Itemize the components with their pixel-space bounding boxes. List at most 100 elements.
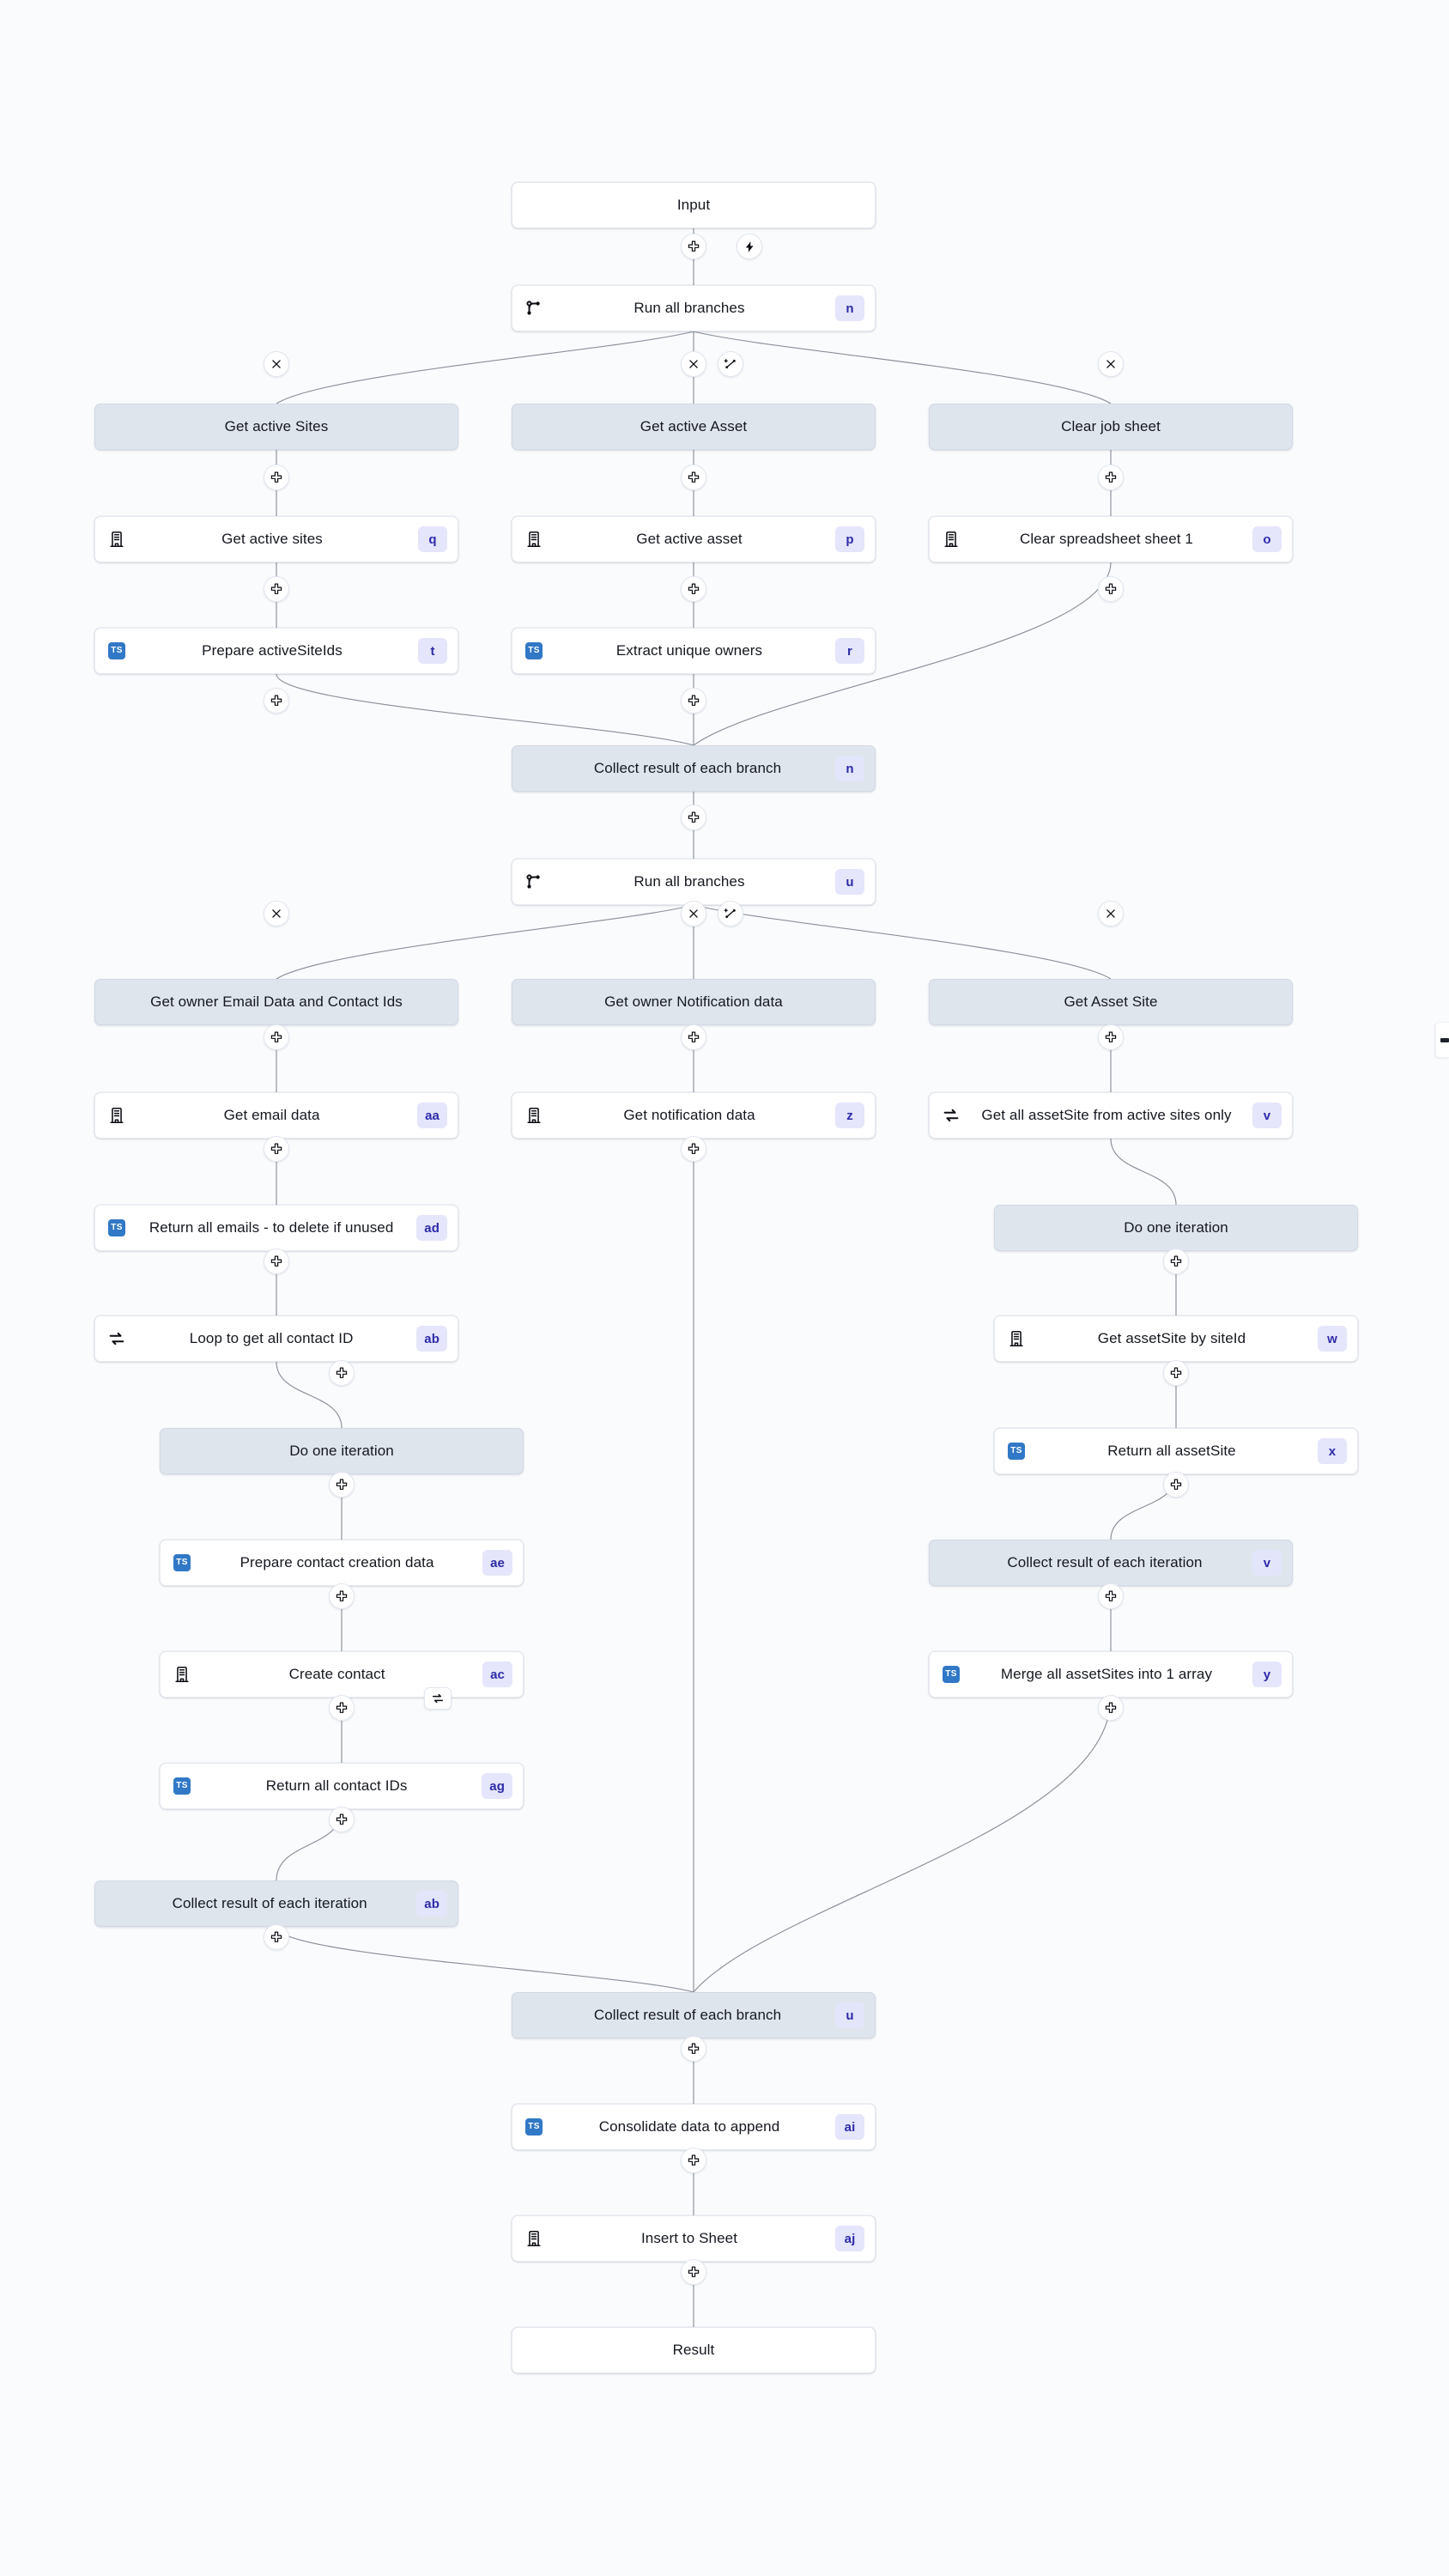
handle-plus-icon-h-collect-ab2-plus[interactable] bbox=[264, 1924, 289, 1950]
workflow-node-get_all_assetsite[interactable]: Get all assetSite from active sites only… bbox=[929, 1092, 1293, 1139]
handle-plus-icon-h-sites-plus[interactable] bbox=[264, 465, 289, 490]
workflow-node-branch_notif[interactable]: Get owner Notification data bbox=[512, 979, 876, 1025]
handle-bolt-icon-h-input-trigger[interactable] bbox=[737, 234, 762, 259]
workflow-node-get_active_sites[interactable]: Get active sites q bbox=[94, 516, 458, 562]
handle-plus-icon-h-return-emails-plus[interactable] bbox=[264, 1249, 289, 1274]
handle-close-icon-h-branch-job-close[interactable] bbox=[1098, 351, 1124, 377]
handle-add-branch-icon-h-branchu-addbranch[interactable] bbox=[718, 901, 743, 927]
handle-close-icon-h-branch-sites-close[interactable] bbox=[264, 351, 289, 377]
handle-plus-icon-h-collect-v-plus[interactable] bbox=[1098, 1583, 1124, 1609]
workflow-node-result[interactable]: Result bbox=[512, 2327, 876, 2373]
workflow-node-branch_sites[interactable]: Get active Sites bbox=[94, 404, 458, 450]
building-icon bbox=[106, 1104, 128, 1127]
node-label: Return all emails - to delete if unused bbox=[149, 1219, 394, 1236]
workflow-node-iter_assetsite[interactable]: Do one iteration bbox=[994, 1205, 1358, 1251]
handle-plus-icon-h-collect-ab-plus[interactable] bbox=[329, 1807, 355, 1832]
handle-plus-icon-h-notif2-plus[interactable] bbox=[681, 1136, 706, 1162]
right-panel-sliver[interactable] bbox=[1435, 1022, 1449, 1058]
handle-plus-icon-h-insert-plus[interactable] bbox=[681, 2259, 706, 2285]
close-icon bbox=[688, 908, 700, 920]
workflow-node-branch_email[interactable]: Get owner Email Data and Contact Ids bbox=[94, 979, 458, 1025]
handle-plus-icon-h-email-plus[interactable] bbox=[264, 1024, 289, 1050]
handle-plus-icon-h-iter-contact-plus[interactable] bbox=[329, 1360, 355, 1386]
handle-plus-icon-h-job2-plus[interactable] bbox=[1098, 576, 1124, 602]
plus-icon bbox=[270, 1030, 283, 1044]
handle-plus-icon-h-collectu-plus[interactable] bbox=[681, 2036, 706, 2062]
plus-icon bbox=[687, 2042, 700, 2056]
node-badge: u bbox=[835, 869, 864, 895]
node-label: Get active sites bbox=[221, 531, 323, 547]
handle-plus-icon-h-assetsiteid-plus[interactable] bbox=[1163, 1360, 1189, 1386]
handle-plus-icon-h-collectn-plus[interactable] bbox=[681, 805, 706, 830]
retry-badge-retry-create-contact[interactable] bbox=[424, 1687, 452, 1710]
handle-plus-icon-h-consolidate-plus[interactable] bbox=[681, 2148, 706, 2173]
typescript-icon: TS bbox=[940, 1663, 962, 1686]
add-branch-icon bbox=[724, 907, 737, 920]
building-icon bbox=[1005, 1327, 1028, 1350]
handle-plus-icon-h-return-contact-plus[interactable] bbox=[329, 1695, 355, 1721]
handle-plus-icon-h-iter-asite-plus[interactable] bbox=[1163, 1249, 1189, 1274]
handle-close-icon-h-branchu-close[interactable] bbox=[681, 901, 706, 927]
edge bbox=[693, 904, 1112, 980]
handle-plus-icon-h-prep-plus[interactable] bbox=[264, 688, 289, 714]
handle-plus-icon-h-notif-plus[interactable] bbox=[681, 1024, 706, 1050]
workflow-node-branch_assetsite[interactable]: Get Asset Site bbox=[929, 979, 1293, 1025]
node-label: Get all assetSite from active sites only bbox=[981, 1107, 1232, 1123]
workflow-node-iter_contact[interactable]: Do one iteration bbox=[160, 1428, 524, 1474]
handle-plus-icon-h-merge-plus[interactable] bbox=[1098, 1695, 1124, 1721]
edge bbox=[276, 904, 694, 980]
plus-icon bbox=[1104, 471, 1118, 484]
handle-plus-icon-h-create-contact-plus[interactable] bbox=[329, 1583, 355, 1609]
plus-icon bbox=[1169, 1366, 1183, 1380]
handle-plus-icon-h-asset-plus[interactable] bbox=[681, 465, 706, 490]
node-badge: ai bbox=[835, 2114, 864, 2140]
node-label: Result bbox=[672, 2342, 715, 2358]
handle-close-icon-h-branchn-close[interactable] bbox=[681, 351, 706, 377]
handle-plus-icon-h-input-branch[interactable] bbox=[681, 234, 706, 259]
node-label: Get email data bbox=[223, 1107, 320, 1123]
handle-plus-icon-h-asset2-plus[interactable] bbox=[681, 576, 706, 602]
workflow-node-input[interactable]: Input bbox=[512, 182, 876, 228]
handle-close-icon-h-branch-asite-close[interactable] bbox=[1098, 901, 1124, 927]
node-badge: q bbox=[418, 526, 447, 552]
handle-plus-icon-h-asite-plus[interactable] bbox=[1098, 1024, 1124, 1050]
handle-plus-icon-h-prep-contact-plus[interactable] bbox=[329, 1472, 355, 1498]
handle-close-icon-h-branch-email-close[interactable] bbox=[264, 901, 289, 927]
handle-plus-icon-h-job-plus[interactable] bbox=[1098, 465, 1124, 490]
close-icon bbox=[270, 358, 282, 370]
building-icon bbox=[106, 528, 128, 550]
handle-add-branch-icon-h-branchn-addbranch[interactable] bbox=[718, 351, 743, 377]
node-label: Extract unique owners bbox=[615, 642, 763, 659]
workflow-node-branch_asset[interactable]: Get active Asset bbox=[512, 404, 876, 450]
node-badge: ag bbox=[482, 1773, 512, 1799]
handle-plus-icon-h-email2-plus[interactable] bbox=[264, 1136, 289, 1162]
handle-plus-icon-h-extract-plus[interactable] bbox=[681, 688, 706, 714]
workflow-node-branch_jobsheet[interactable]: Clear job sheet bbox=[929, 404, 1293, 450]
handle-plus-icon-h-sites2-plus[interactable] bbox=[264, 576, 289, 602]
handle-plus-icon-h-return-asite-plus[interactable] bbox=[1163, 1472, 1189, 1498]
